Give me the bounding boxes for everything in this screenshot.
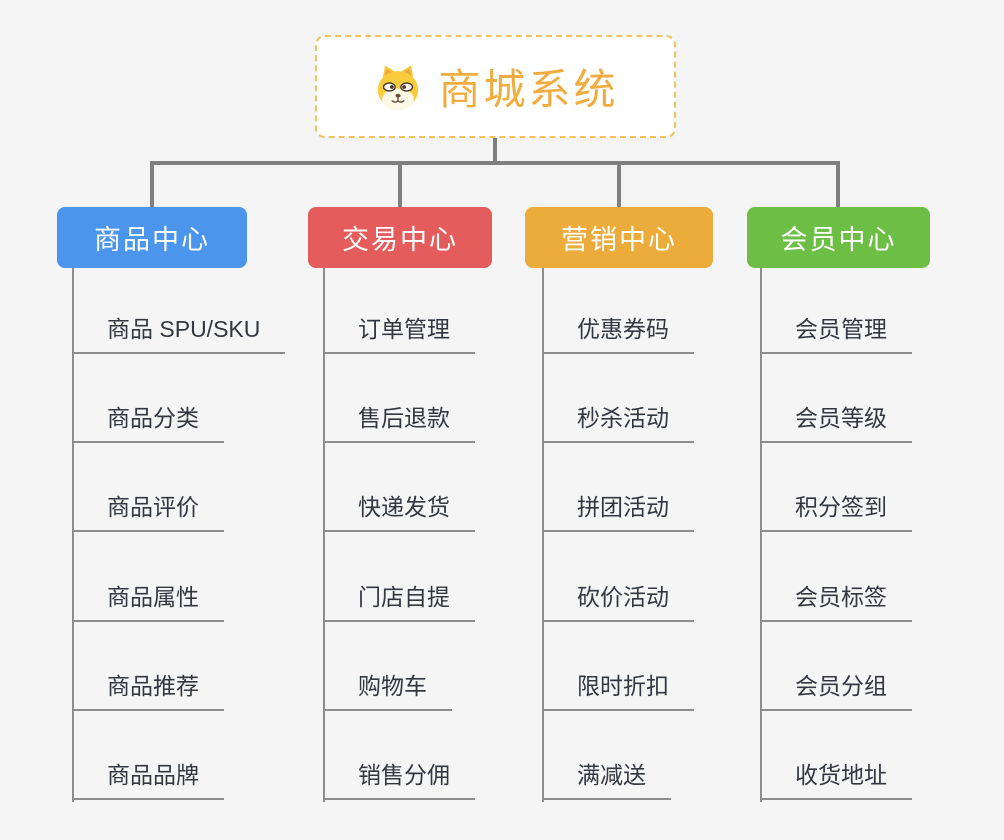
connector-drop-product — [150, 161, 154, 207]
leaf-node[interactable]: 购物车 — [323, 663, 452, 711]
connector-drop-member — [836, 161, 840, 207]
branch-label: 交易中心 — [342, 225, 458, 255]
branch-label: 会员中心 — [780, 225, 897, 255]
leaf-node[interactable]: 砍价活动 — [542, 574, 694, 622]
leaf-node[interactable]: 优惠券码 — [542, 306, 694, 354]
leaf-node[interactable]: 会员等级 — [760, 395, 912, 443]
connector-root-stub — [493, 137, 497, 163]
leaf-node[interactable]: 会员管理 — [760, 306, 912, 354]
leaf-node[interactable]: 售后退款 — [323, 395, 475, 443]
root-node[interactable]: 商城系统 — [315, 35, 676, 138]
branch-node-product-center[interactable]: 商品中心 — [57, 207, 247, 268]
leaf-node[interactable]: 积分签到 — [760, 484, 912, 532]
leaf-node[interactable]: 限时折扣 — [542, 663, 694, 711]
trunk-marketing — [542, 268, 544, 802]
dog-face-icon — [378, 64, 419, 110]
trunk-member — [760, 268, 762, 802]
leaf-node[interactable]: 商品评价 — [72, 484, 224, 532]
branch-node-member-center[interactable]: 会员中心 — [747, 207, 930, 268]
leaf-node[interactable]: 商品推荐 — [72, 663, 224, 711]
connector-drop-trade — [398, 161, 402, 207]
leaf-node[interactable]: 商品属性 — [72, 574, 224, 622]
leaf-node[interactable]: 门店自提 — [323, 574, 475, 622]
trunk-trade — [323, 268, 325, 802]
leaf-node[interactable]: 收货地址 — [760, 752, 912, 800]
root-node-title: 商城系统 — [438, 66, 619, 113]
branch-label: 营销中心 — [561, 225, 677, 255]
connector-drop-marketing — [617, 161, 621, 207]
leaf-node[interactable]: 订单管理 — [323, 306, 475, 354]
leaf-node[interactable]: 会员标签 — [760, 574, 912, 622]
leaf-node[interactable]: 会员分组 — [760, 663, 912, 711]
leaf-node[interactable]: 商品分类 — [72, 395, 224, 443]
leaf-node[interactable]: 商品 SPU/SKU — [72, 306, 286, 354]
leaf-node[interactable]: 快递发货 — [323, 484, 475, 532]
branch-label: 商品中心 — [94, 225, 210, 255]
connector-bus — [150, 161, 840, 165]
leaf-node[interactable]: 商品品牌 — [72, 752, 224, 800]
leaf-node[interactable]: 销售分佣 — [323, 752, 475, 800]
leaf-node[interactable]: 秒杀活动 — [542, 395, 694, 443]
leaf-node[interactable]: 拼团活动 — [542, 484, 694, 532]
trunk-product — [72, 268, 74, 802]
branch-node-trade-center[interactable]: 交易中心 — [308, 207, 492, 268]
branch-node-marketing-center[interactable]: 营销中心 — [525, 207, 713, 268]
leaf-node[interactable]: 满减送 — [542, 752, 671, 800]
